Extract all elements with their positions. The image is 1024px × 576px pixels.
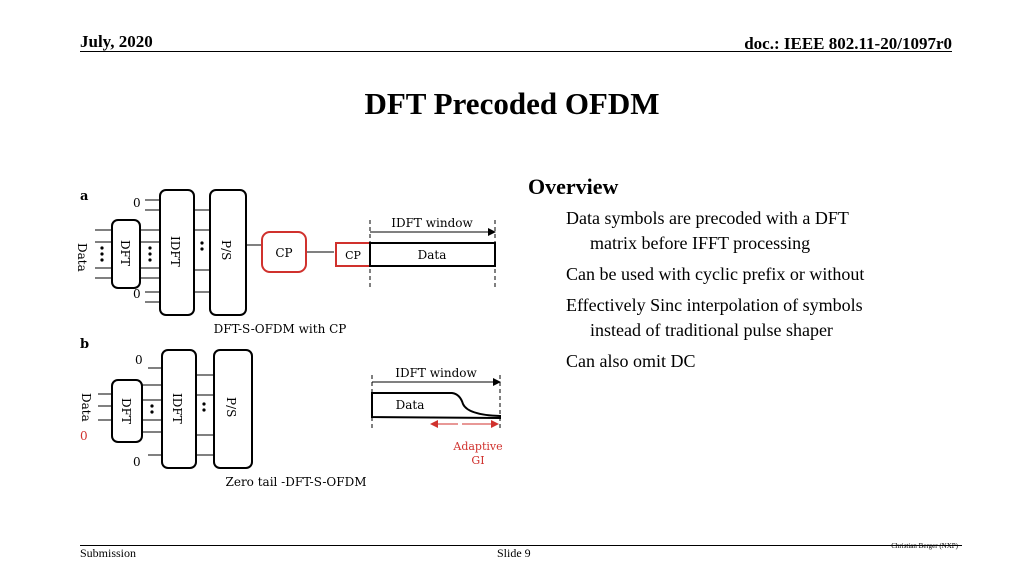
cp-block <box>261 231 307 273</box>
panel-a-label: a <box>80 189 89 204</box>
input-lines <box>95 199 334 303</box>
idft-block-label: IDFT <box>170 393 184 424</box>
adaptive-gi-label-line2: GI <box>471 454 484 467</box>
ps-block <box>213 349 253 469</box>
bullet-text: Data symbols are precoded with a DFT <box>566 208 849 228</box>
bullet-text: Can be used with cyclic prefix or withou… <box>566 264 865 284</box>
zero-bottom-label: 0 <box>133 287 141 301</box>
zero-bottom-label: 0 <box>133 455 141 469</box>
zero-top-label: 0 <box>133 196 141 210</box>
header-divider <box>80 51 952 52</box>
dft-s-ofdm-diagram: a 0 0 Data DFT IDFT P/S CP IDFT window C… <box>75 189 503 489</box>
caption-a: DFT-S-OFDM with CP <box>214 322 347 336</box>
overview-section: Overview Data symbols are precoded with … <box>528 174 958 380</box>
frame-data <box>371 392 501 420</box>
panel-b-label: b <box>80 337 89 352</box>
footer-divider <box>80 545 962 546</box>
footer-submission: Submission <box>80 546 137 560</box>
data-input-label: Data <box>79 393 93 422</box>
slide-title: DFT Precoded OFDM <box>364 86 660 121</box>
bullet-text-continued: matrix before IFFT processing <box>590 233 811 253</box>
idft-block <box>159 189 195 316</box>
input-lines <box>98 367 214 456</box>
ellipsis-dots <box>100 241 206 414</box>
ps-block-label: P/S <box>224 397 238 417</box>
ps-block-label: P/S <box>219 240 233 260</box>
overview-bullet: Can also omit DC <box>566 349 958 374</box>
header-date: July, 2020 <box>80 32 153 51</box>
bullet-text: Effectively Sinc interpolation of symbol… <box>566 295 863 315</box>
ps-block <box>209 189 247 316</box>
dft-block-label: DFT <box>119 398 133 424</box>
cp-block-label: CP <box>275 246 292 260</box>
bullet-text: Can also omit DC <box>566 351 696 371</box>
idft-block <box>161 349 197 469</box>
overview-bullet: Effectively Sinc interpolation of symbol… <box>566 293 958 343</box>
idft-window-label: IDFT window <box>391 216 473 230</box>
header-doc-id: doc.: IEEE 802.11-20/1097r0 <box>744 34 952 53</box>
frame-data-label: Data <box>396 398 425 412</box>
idft-block-label: IDFT <box>168 236 182 267</box>
data-input-label: Data <box>75 243 89 272</box>
overview-heading: Overview <box>528 174 619 199</box>
overview-list: Data symbols are precoded with a DFT mat… <box>528 206 958 374</box>
dft-block <box>111 379 143 443</box>
zero-red-label: 0 <box>80 429 88 443</box>
overview-bullet: Can be used with cyclic prefix or withou… <box>566 262 958 287</box>
panel-b: b 0 0 0 Data DFT IDFT P/S IDFT window Da… <box>79 337 503 489</box>
zero-top-label: 0 <box>135 353 143 367</box>
dft-block <box>111 219 141 289</box>
dft-block-label: DFT <box>118 240 132 266</box>
panel-a: a 0 0 Data DFT IDFT P/S CP IDFT window C… <box>75 189 496 336</box>
overview-bullet: Data symbols are precoded with a DFT mat… <box>566 206 958 256</box>
frame-cp-label: CP <box>345 249 361 262</box>
bullet-text-continued: instead of traditional pulse shaper <box>590 320 833 340</box>
idft-window-label: IDFT window <box>395 366 477 380</box>
adaptive-gi-label: Adaptive <box>452 440 502 453</box>
footer-slide-number: Slide 9 <box>497 546 531 560</box>
caption-b: Zero tail -DFT-S-OFDM <box>226 475 367 489</box>
frame-data-label: Data <box>418 248 447 262</box>
footer-author: Christian Berger (NXP) <box>891 542 958 550</box>
frame-data <box>369 242 496 267</box>
